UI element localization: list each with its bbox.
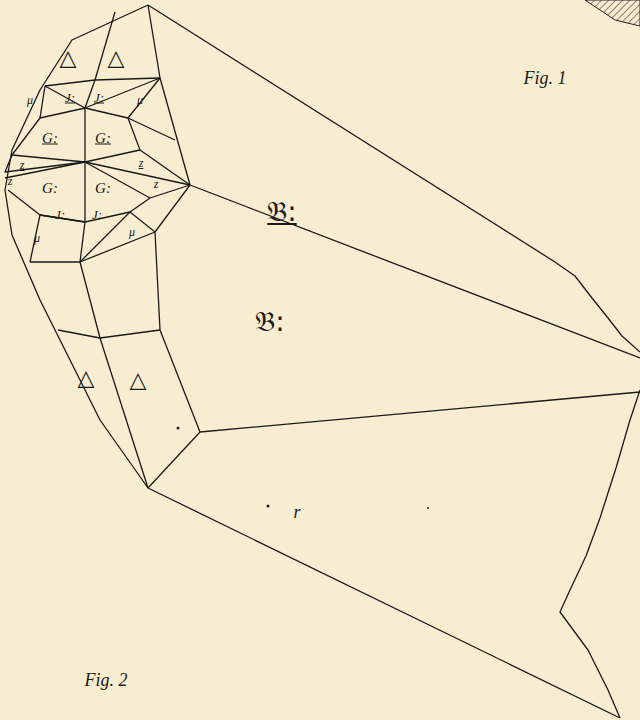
dot [267, 505, 270, 508]
figure-caption: Fig. 2 [85, 671, 128, 689]
crystal-edges [5, 5, 640, 718]
crystal-edge [85, 80, 95, 108]
face-symbol: J: [55, 208, 65, 221]
crystal-edge [148, 5, 555, 262]
crystal-edge [95, 12, 115, 80]
hatched-section [585, 0, 640, 26]
face-symbol: J: [94, 91, 104, 104]
face-symbol: μ [129, 226, 135, 238]
crystal-edge [148, 488, 620, 718]
crystal-edge [30, 222, 85, 262]
face-symbol: μ [137, 94, 143, 106]
face-symbol: μ [27, 94, 33, 106]
crystal-edge [80, 262, 100, 338]
face-symbol: z [20, 159, 25, 171]
face-symbol: z [139, 157, 144, 169]
face-symbol: △ [130, 369, 147, 391]
crystal-edge [58, 330, 160, 338]
crystal-edge [80, 232, 155, 262]
crystal-edge [8, 190, 150, 222]
crystal-edge [40, 78, 160, 118]
face-symbol: r [293, 503, 300, 521]
crystal-edge [80, 212, 130, 262]
crystal-edge [12, 118, 140, 162]
face-symbol: 𝔅: [267, 198, 296, 226]
face-symbol: △ [60, 47, 77, 69]
crystal-edge [155, 185, 200, 432]
face-symbol: J: [92, 208, 102, 221]
face-symbol: G: [95, 131, 111, 146]
crystal-edge [30, 215, 40, 262]
crystal-edge [5, 162, 85, 178]
face-symbol: G: [42, 181, 58, 196]
crystal-edge [560, 390, 640, 718]
crystal-edge [148, 5, 190, 185]
dot [427, 507, 429, 509]
face-symbol: G: [42, 131, 58, 146]
crystal-edge [140, 150, 190, 185]
crystal-edge [190, 185, 640, 358]
face-symbol: 𝔅: [255, 308, 284, 336]
face-symbol: J: [65, 91, 75, 104]
crystal-edge [85, 162, 190, 198]
figure-caption: Fig. 1 [524, 69, 567, 87]
face-symbol: μ [34, 232, 40, 244]
crystal-edge [148, 432, 200, 488]
face-symbol: z [8, 175, 13, 187]
dot [177, 427, 180, 430]
face-symbol: G: [95, 181, 111, 196]
crystal-edge [555, 262, 640, 352]
crystal-edge [40, 86, 45, 118]
crystal-edge [200, 392, 640, 432]
crystal-edge [100, 338, 148, 488]
crystal-edge [5, 5, 148, 488]
face-symbol: z [154, 178, 159, 190]
crystal-edge [84, 162, 85, 222]
crystal-edge [45, 78, 160, 108]
crystal-edge [84, 108, 85, 162]
face-symbol: △ [108, 47, 125, 69]
face-symbol: △ [78, 367, 95, 389]
